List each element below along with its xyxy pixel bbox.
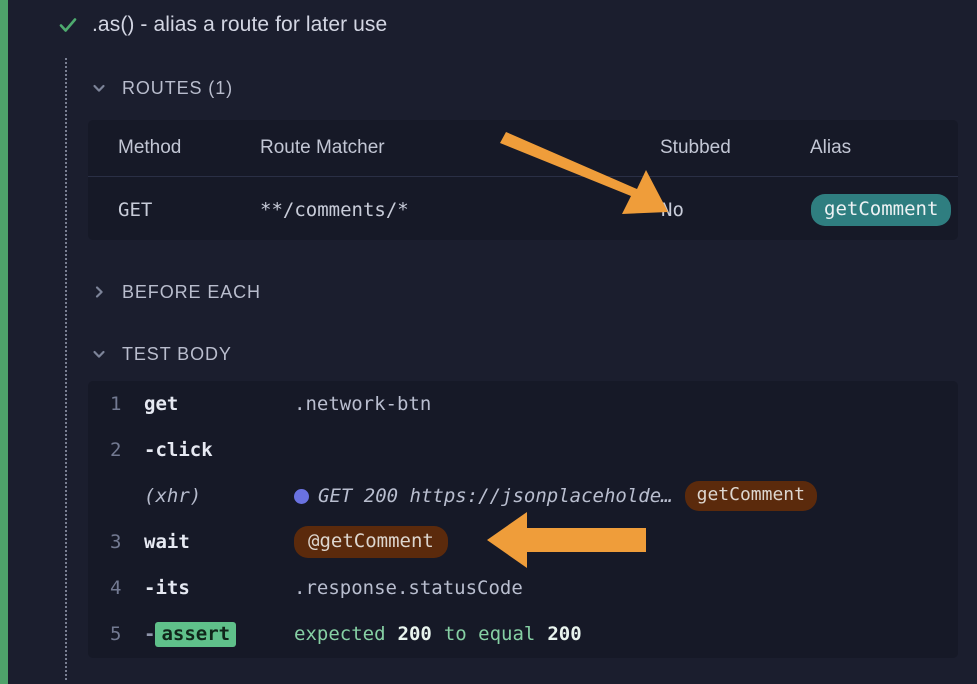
routes-table: Method Route Matcher Stubbed Alias # GET…: [88, 120, 958, 240]
chevron-right-icon: [95, 286, 103, 298]
section-header-test-body[interactable]: TEST BODY: [92, 341, 232, 367]
command-dash: -: [144, 622, 156, 645]
command-message-wrapper: @getComment: [294, 525, 448, 559]
command-name: -click: [144, 439, 213, 461]
command-message-wrapper: GET 200 https://jsonplaceholde… getComme…: [294, 481, 817, 511]
xhr-message-text: GET 200 https://jsonplaceholde…: [318, 485, 673, 507]
assert-expected-value: 200: [397, 623, 432, 645]
assert-middle-text: to equal: [443, 623, 536, 645]
cell-matcher: **/comments/*: [260, 199, 409, 221]
assert-expected-label: expected: [294, 623, 386, 645]
table-row[interactable]: GET **/comments/* No getComment 1: [88, 177, 958, 241]
column-header-matcher: Route Matcher: [260, 120, 660, 177]
command-name: wait: [144, 531, 190, 553]
command-row-xhr[interactable]: (xhr) GET 200 https://jsonplaceholde… ge…: [88, 473, 958, 519]
section-label-test-body: TEST BODY: [122, 343, 232, 364]
command-name: (xhr): [144, 485, 202, 507]
section-header-before-each[interactable]: BEFORE EACH: [92, 279, 261, 305]
table-header-row: Method Route Matcher Stubbed Alias #: [88, 120, 958, 177]
test-status-rail: [0, 0, 8, 684]
cell-method: GET: [118, 199, 153, 221]
command-name: -assert: [144, 621, 294, 647]
column-header-method: Method: [88, 120, 260, 177]
command-name: -its: [144, 577, 190, 599]
alias-badge[interactable]: getComment: [811, 194, 952, 226]
cell-alias: getComment: [810, 177, 958, 241]
assert-actual-value: 200: [547, 623, 582, 645]
command-log-panel: 1 get .network-btn 2 -click (xhr) GET 20…: [88, 381, 958, 658]
routes-table-panel: Method Route Matcher Stubbed Alias # GET…: [88, 120, 958, 240]
routes-table-body: GET **/comments/* No getComment 1: [88, 177, 958, 241]
test-title-row[interactable]: .as() - alias a route for later use: [58, 8, 387, 42]
command-number: 1: [110, 393, 122, 415]
command-message: .network-btn: [294, 393, 432, 415]
column-header-stubbed: Stubbed: [660, 120, 810, 177]
command-number: 4: [110, 577, 122, 599]
command-number: 5: [110, 623, 122, 645]
command-name: get: [144, 393, 179, 415]
check-icon: [59, 18, 77, 32]
chevron-down-icon: [93, 84, 105, 92]
command-message: .response.statusCode: [294, 577, 523, 599]
xhr-alias-badge[interactable]: getComment: [684, 481, 817, 511]
column-header-alias: Alias: [810, 120, 958, 177]
section-label-before-each: BEFORE EACH: [122, 281, 261, 302]
command-row-get[interactable]: 1 get .network-btn: [88, 381, 958, 427]
command-number: 3: [110, 531, 122, 553]
section-label-routes: ROUTES (1): [122, 77, 234, 98]
test-indent-guideline: [65, 58, 67, 680]
chevron-down-icon: [93, 350, 105, 358]
cell-stubbed: No: [661, 199, 684, 221]
xhr-status-dot-icon: [294, 488, 309, 504]
command-row-wait[interactable]: 3 wait @getComment: [88, 519, 958, 565]
assert-chip: assert: [155, 621, 237, 647]
assert-message-wrapper: expected 200 to equal 200: [294, 623, 582, 645]
command-row-assert[interactable]: 5 -assert expected 200 to equal 200: [88, 611, 958, 657]
wait-alias-badge[interactable]: @getComment: [294, 525, 448, 559]
page-title: .as() - alias a route for later use: [92, 13, 388, 36]
command-row-click[interactable]: 2 -click: [88, 427, 958, 473]
command-row-its[interactable]: 4 -its .response.statusCode: [88, 565, 958, 611]
command-number: 2: [110, 439, 122, 461]
routes-table-header: Method Route Matcher Stubbed Alias #: [88, 120, 958, 177]
section-header-routes[interactable]: ROUTES (1): [92, 75, 233, 101]
